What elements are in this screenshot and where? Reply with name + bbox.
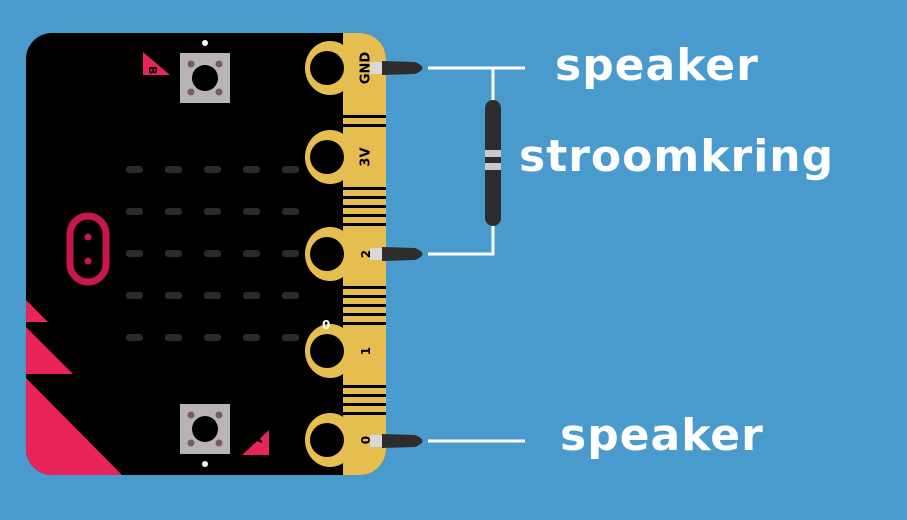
led xyxy=(204,334,221,341)
edge-stripe xyxy=(343,412,386,415)
crocodile-clip[interactable] xyxy=(382,247,423,261)
button-b-label: B xyxy=(146,66,159,74)
led xyxy=(282,166,299,173)
led xyxy=(126,208,143,215)
edge-stripe xyxy=(343,322,386,325)
edge-stripe xyxy=(343,394,386,397)
edge-stripe xyxy=(343,385,386,388)
led xyxy=(126,334,143,341)
led xyxy=(204,166,221,173)
edge-stripe xyxy=(343,403,386,406)
edge-stripe xyxy=(343,205,386,208)
edge-stripe xyxy=(343,115,386,118)
crocodile-clip[interactable] xyxy=(382,61,423,75)
edge-stripe xyxy=(343,223,386,226)
led xyxy=(243,208,260,215)
pin-label: 2 xyxy=(359,250,373,258)
clip-tip xyxy=(370,62,382,74)
clip-tip xyxy=(370,435,382,447)
led xyxy=(282,208,299,215)
pin-1-hole[interactable] xyxy=(310,334,344,368)
led xyxy=(165,166,182,173)
edge-stripe xyxy=(343,124,386,127)
top-speaker-label: speaker xyxy=(555,40,759,91)
button-b-marker xyxy=(143,52,170,75)
led xyxy=(204,292,221,299)
edge-stripe xyxy=(343,286,386,289)
button-a-label: A xyxy=(251,433,266,443)
edge-stripe xyxy=(343,214,386,217)
edge-stripe xyxy=(343,304,386,307)
button-b[interactable] xyxy=(180,53,230,103)
pin-label: 1 xyxy=(359,347,373,355)
circuit-label: stroomkring xyxy=(519,131,835,182)
hole-top xyxy=(202,40,208,46)
bottom-speaker-label: speaker xyxy=(560,410,764,461)
led xyxy=(282,292,299,299)
button-a[interactable] xyxy=(180,404,230,454)
pin-3v-hole[interactable] xyxy=(310,140,344,174)
pin-holes xyxy=(305,41,355,467)
led xyxy=(243,334,260,341)
led xyxy=(165,334,182,341)
pin-gnd-hole[interactable] xyxy=(310,51,344,85)
pin-0-hole[interactable] xyxy=(310,423,344,457)
corner-decoration xyxy=(26,327,73,374)
wires xyxy=(428,66,525,443)
stray-zero-label: 0 xyxy=(322,318,330,332)
button-a-marker xyxy=(242,430,269,455)
edge-stripe xyxy=(343,313,386,316)
led xyxy=(165,208,182,215)
edge-stripe xyxy=(343,295,386,298)
led xyxy=(204,208,221,215)
led xyxy=(165,292,182,299)
led xyxy=(282,334,299,341)
led xyxy=(243,250,260,257)
pin-2-hole[interactable] xyxy=(310,237,344,271)
led-matrix xyxy=(126,166,299,341)
led xyxy=(126,250,143,257)
hole-bottom xyxy=(202,461,208,467)
crocodile-clip[interactable] xyxy=(382,434,423,448)
led xyxy=(126,292,143,299)
led xyxy=(243,166,260,173)
corner-decoration xyxy=(26,300,48,322)
pin-label: 0 xyxy=(359,436,373,444)
led xyxy=(282,250,299,257)
edge-stripe xyxy=(343,196,386,199)
edge-stripe xyxy=(343,187,386,190)
microbit-logo xyxy=(66,212,110,286)
led xyxy=(243,292,260,299)
clip-tip xyxy=(370,248,382,260)
led xyxy=(204,250,221,257)
edge-stripes xyxy=(343,115,386,415)
resistor xyxy=(485,100,501,226)
pin-label: GND xyxy=(359,52,374,85)
led xyxy=(126,166,143,173)
pin-label: 3V xyxy=(359,147,374,166)
led xyxy=(165,250,182,257)
corner-decoration xyxy=(26,378,122,475)
